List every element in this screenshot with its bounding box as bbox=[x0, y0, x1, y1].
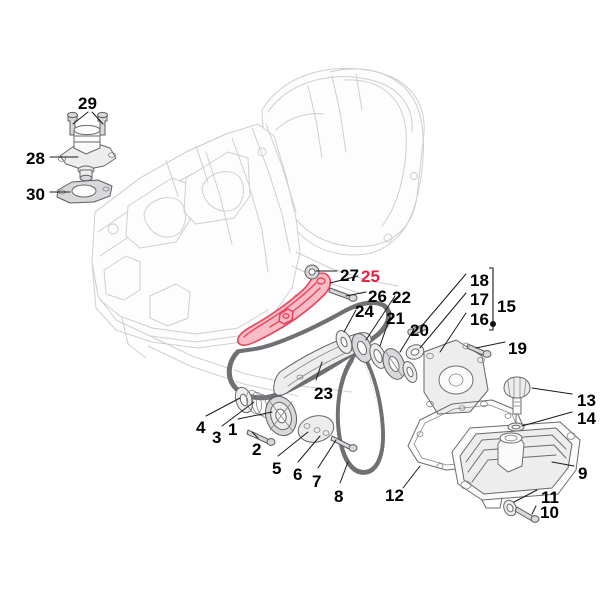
part-17-oil-jet bbox=[405, 344, 425, 360]
callout-label-16: 16 bbox=[470, 310, 489, 329]
callout-label-22: 22 bbox=[392, 288, 411, 307]
callout-label-14: 14 bbox=[577, 409, 596, 428]
callout-label-4: 4 bbox=[196, 418, 206, 437]
part-25-chain-tensioner-blade-highlighted bbox=[237, 272, 332, 346]
callout-label-5: 5 bbox=[272, 459, 282, 478]
chain-loop-secondary bbox=[335, 351, 386, 475]
callout-label-1: 1 bbox=[228, 420, 238, 439]
part-shaft-end-washer bbox=[402, 361, 418, 383]
callout-label-25: 25 bbox=[361, 267, 380, 286]
callout-label-11: 11 bbox=[541, 488, 559, 507]
callout-label-12: 12 bbox=[385, 486, 404, 505]
part-10-drain-bolt bbox=[514, 506, 540, 523]
part-group-drain-plug bbox=[503, 499, 540, 523]
part-19-cover-bolt bbox=[462, 342, 492, 358]
callout-label-21: 21 bbox=[386, 309, 405, 328]
callout-label-15: 15 bbox=[497, 297, 516, 316]
part-24-washer bbox=[335, 330, 353, 354]
part-group-oil-pump bbox=[234, 386, 358, 452]
chain-loop-main bbox=[226, 300, 392, 401]
part-13-dipstick bbox=[503, 376, 531, 425]
callout-label-8: 8 bbox=[334, 487, 344, 506]
part-5-6-pump-driven-plate bbox=[297, 415, 335, 443]
part-group-pump-cover-small-parts bbox=[405, 323, 492, 415]
part-9-oil-sump-pan bbox=[451, 421, 581, 509]
callout-label-26: 26 bbox=[368, 287, 387, 306]
callout-label-28: 28 bbox=[26, 149, 45, 168]
callout-label-10: 10 bbox=[540, 503, 559, 522]
part-26-pivot-bolt bbox=[328, 287, 358, 302]
callout-label-7: 7 bbox=[312, 472, 322, 491]
part-2-pump-bolt bbox=[246, 429, 276, 446]
leader-lines bbox=[49, 111, 575, 515]
callout-label-13: 13 bbox=[577, 391, 596, 410]
callout-label-30: 30 bbox=[26, 185, 45, 204]
callout-label-17: 17 bbox=[470, 290, 489, 309]
part-14-o-ring bbox=[507, 422, 525, 432]
part-22-sprocket bbox=[351, 333, 373, 363]
callout-label-3: 3 bbox=[212, 428, 222, 447]
callout-label-18: 18 bbox=[470, 271, 489, 290]
callout-label-6: 6 bbox=[293, 465, 303, 484]
part-group-tensioner-pivot bbox=[304, 264, 358, 354]
callout-label-27: 27 bbox=[340, 266, 359, 285]
part-group-dipstick bbox=[503, 376, 531, 432]
part-28-strainer-housing bbox=[58, 124, 117, 182]
part-20-pump-drive-gear bbox=[382, 348, 406, 380]
callout-label-29: 29 bbox=[78, 94, 97, 113]
crankcase-ghost-artwork bbox=[91, 67, 425, 397]
part-30-gasket bbox=[56, 179, 113, 204]
part-11-drain-washer bbox=[503, 499, 517, 517]
part-7-plate-bolt bbox=[330, 435, 358, 452]
callout-label-20: 20 bbox=[410, 321, 429, 340]
part-group-oil-strainer-housing bbox=[56, 111, 117, 204]
callout-label-2: 2 bbox=[252, 440, 262, 459]
part-1-oil-pump-body bbox=[264, 395, 298, 437]
part-27-pivot-bush bbox=[304, 264, 320, 280]
part-group-shaft-stack bbox=[351, 333, 418, 383]
callout-label-24: 24 bbox=[355, 302, 374, 321]
callout-label-9: 9 bbox=[578, 464, 588, 483]
callout-label-23: 23 bbox=[314, 384, 333, 403]
callout-label-19: 19 bbox=[508, 339, 527, 358]
